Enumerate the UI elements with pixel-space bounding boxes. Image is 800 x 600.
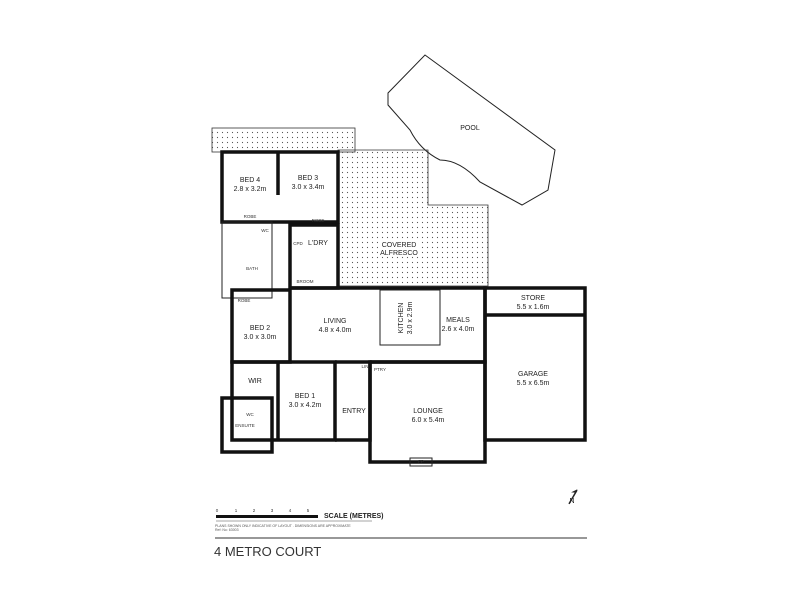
garage-label: GARAGE bbox=[518, 371, 548, 378]
bed2-size: 3.0 x 3.0m bbox=[244, 334, 277, 341]
wc-label-2: WC bbox=[246, 412, 254, 417]
scale-tick: 0 bbox=[216, 508, 219, 513]
ensuite-label: ENSUITE bbox=[235, 423, 255, 428]
store-size: 5.5 x 1.6m bbox=[517, 304, 550, 311]
robe-label-3: ROBE bbox=[238, 298, 251, 303]
scale-tick: 4 bbox=[289, 508, 292, 513]
wc-label: WC bbox=[261, 228, 269, 233]
bed3-size: 3.0 x 3.4m bbox=[292, 184, 325, 191]
kitchen-label: KITCHEN bbox=[398, 303, 405, 334]
store-label: STORE bbox=[521, 295, 545, 302]
lounge-label: LOUNGE bbox=[413, 408, 443, 415]
alfresco-label: COVERED bbox=[382, 242, 417, 249]
deck-strip bbox=[211, 127, 356, 153]
meals-label: MEALS bbox=[446, 317, 470, 324]
bed1-label: BED 1 bbox=[295, 393, 315, 400]
pool-outline bbox=[387, 54, 556, 206]
pantry-label: PTRY bbox=[374, 367, 386, 372]
scale-tick: 3 bbox=[271, 508, 274, 513]
walls bbox=[220, 150, 587, 467]
reference-number: Ref: No: 63003 bbox=[215, 528, 239, 532]
fireplace-label: FP bbox=[418, 459, 424, 464]
bed4-label: BED 4 bbox=[240, 177, 260, 184]
bath-label: BATH bbox=[246, 266, 258, 271]
scale-tick: 1 bbox=[235, 508, 238, 513]
scale-bar bbox=[216, 515, 318, 518]
broom-label: BROOM bbox=[296, 279, 313, 284]
living-size: 4.8 x 4.0m bbox=[319, 327, 352, 334]
bed4-size: 2.8 x 3.2m bbox=[234, 186, 267, 193]
living-label: LIVING bbox=[324, 318, 347, 325]
alfresco-area bbox=[337, 149, 489, 287]
disclaimer-text: PLANS SHOWN ONLY INDICATIVE OF LAYOUT . … bbox=[215, 524, 351, 528]
scale-tick: 2 bbox=[253, 508, 256, 513]
alfresco-label-2: ALFRESCO bbox=[380, 250, 418, 257]
bed2-label: BED 2 bbox=[250, 325, 270, 332]
scale-tick: 5 bbox=[307, 508, 310, 513]
property-address: 4 METRO COURT bbox=[214, 544, 322, 559]
entry-label: ENTRY bbox=[342, 408, 366, 415]
lin-label: LIN bbox=[361, 364, 368, 369]
disclaimer: PLANS SHOWN ONLY INDICATIVE OF LAYOUT . … bbox=[215, 524, 351, 532]
bed3-label: BED 3 bbox=[298, 175, 318, 182]
robe-label: ROBE bbox=[244, 214, 257, 219]
pool-label: POOL bbox=[460, 125, 480, 132]
kitchen-size: 3.0 x 2.9m bbox=[407, 301, 414, 334]
wir-label: WIR bbox=[248, 378, 262, 385]
scale-label: SCALE (METRES) bbox=[324, 513, 384, 520]
cpd-label: CPD bbox=[293, 241, 303, 246]
robe-label-2: ROBE bbox=[312, 218, 325, 223]
lounge-size: 6.0 x 5.4m bbox=[412, 417, 445, 424]
meals-size: 2.6 x 4.0m bbox=[442, 326, 475, 333]
garage-size: 5.5 x 6.5m bbox=[517, 380, 550, 387]
laundry-label: L'DRY bbox=[308, 240, 328, 247]
bed1-size: 3.0 x 4.2m bbox=[289, 402, 322, 409]
north-label: N bbox=[569, 498, 574, 505]
north-arrow-icon bbox=[568, 489, 578, 505]
